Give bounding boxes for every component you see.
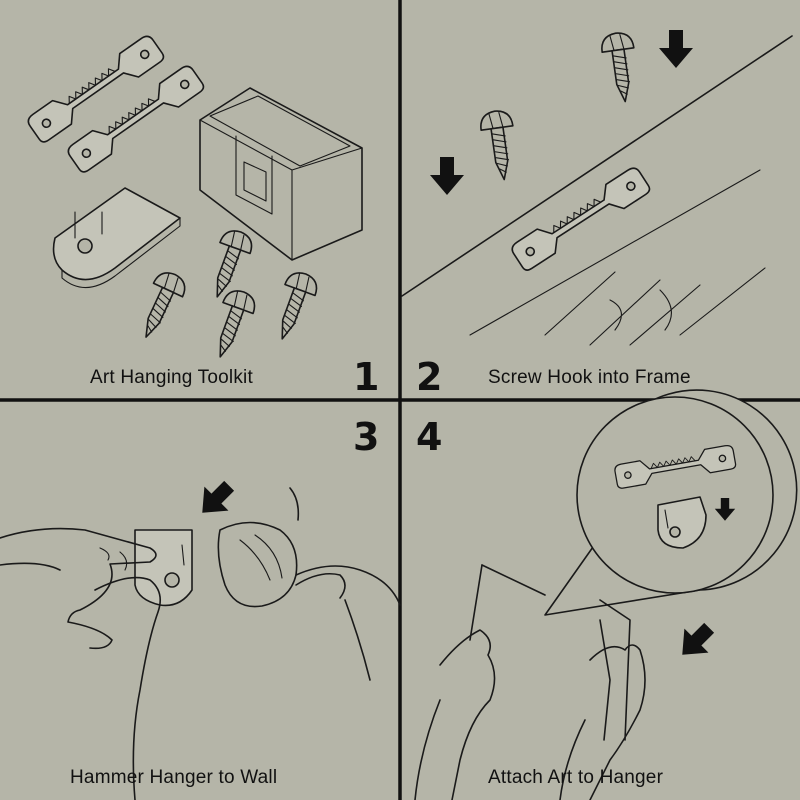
panel3-caption: Hammer Hanger to Wall bbox=[70, 767, 278, 788]
panel1-illustration bbox=[24, 32, 363, 364]
panel3-illustration bbox=[0, 473, 401, 800]
panel4-caption: Attach Art to Hanger bbox=[488, 767, 664, 788]
panel4-illustration bbox=[414, 389, 798, 800]
panel2-number: 2 bbox=[416, 355, 443, 399]
panel3-number: 3 bbox=[353, 415, 380, 459]
panel2-illustration bbox=[401, 30, 793, 346]
panel4-number: 4 bbox=[416, 415, 443, 459]
panel1-number: 1 bbox=[353, 355, 380, 399]
panel2-caption: Screw Hook into Frame bbox=[488, 367, 691, 388]
panel1-caption: Art Hanging Toolkit bbox=[90, 367, 253, 388]
